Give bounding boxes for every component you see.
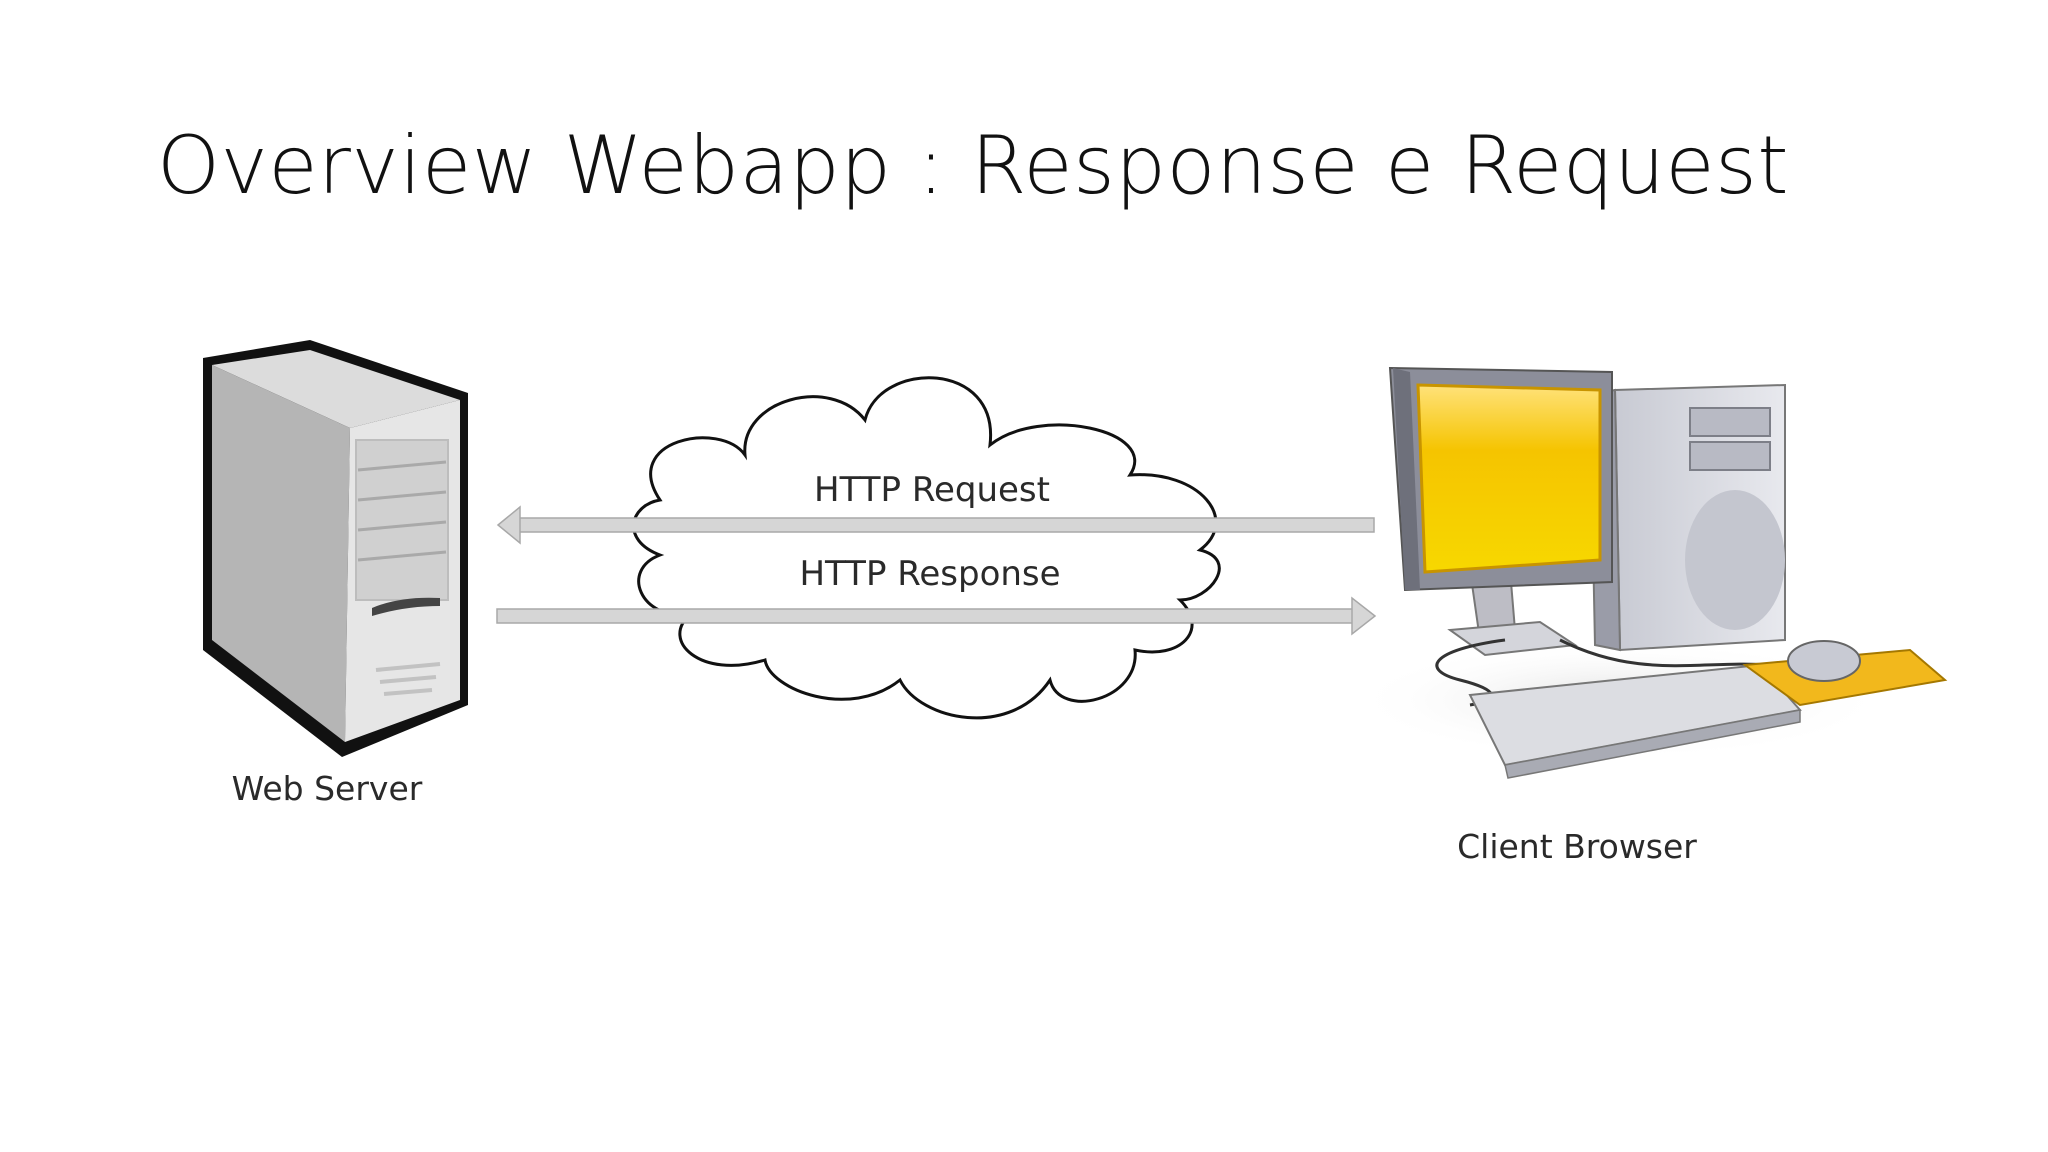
response-arrow bbox=[496, 596, 1377, 636]
server-tower-icon bbox=[203, 340, 468, 757]
cloud-icon bbox=[632, 376, 1221, 720]
client-label: Client Browser bbox=[1457, 827, 1697, 866]
slide-title: Overview Webapp : Response e Request bbox=[157, 119, 1790, 212]
server-label: Web Server bbox=[232, 769, 423, 808]
request-label: HTTP Request bbox=[814, 470, 1050, 510]
response-label: HTTP Response bbox=[799, 554, 1060, 594]
desktop-computer-icon bbox=[1350, 366, 1948, 779]
request-arrow bbox=[496, 505, 1375, 545]
